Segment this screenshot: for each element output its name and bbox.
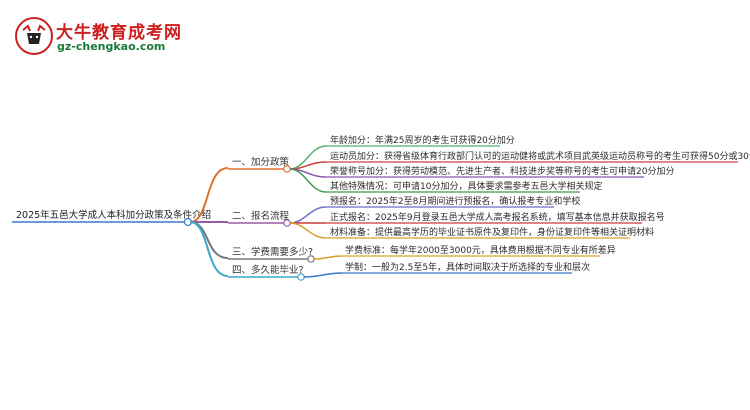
leaf-3-1-text: 学费标准：每学年2000至3000元，具体费用根据不同专业有所差异 bbox=[345, 244, 616, 256]
branch-4-label: 四、多久能毕业? bbox=[232, 264, 304, 276]
brand-url: gz-chengkao.com bbox=[57, 40, 166, 53]
branch-2-label: 二、报名流程 bbox=[232, 210, 290, 222]
branch-4-connector bbox=[189, 221, 229, 277]
brand-logo: 大牛教育成考网 gz-chengkao.com bbox=[14, 16, 234, 56]
leaf-1-4-text: 其他特殊情况：可申请10分加分，具体要求需参考五邑大学相关规定 bbox=[330, 180, 602, 192]
leaf-1-2-connector bbox=[289, 161, 327, 170]
leaf-1-1-text: 年龄加分：年满25周岁的考生可获得20分加分 bbox=[330, 134, 515, 146]
leaf-4-1-text: 学制：一般为2.5至5年，具体时间取决于所选择的专业和层次 bbox=[345, 261, 590, 273]
leaf-4-1-connector bbox=[303, 272, 343, 278]
branch-3-dot[interactable] bbox=[307, 255, 315, 263]
branch-1-connector bbox=[189, 167, 229, 223]
bull-icon bbox=[15, 17, 53, 55]
leaf-2-1-connector bbox=[289, 206, 327, 224]
branch-2-dot[interactable] bbox=[283, 219, 291, 227]
brand-name: 大牛教育成考网 bbox=[56, 23, 182, 43]
leaf-1-2-text: 运动员加分：获得省级体育行政部门认可的运动健将或武术项目武英级运动员称号的考生可… bbox=[330, 150, 750, 162]
branch-4-dot[interactable] bbox=[297, 273, 305, 281]
branch-1-label: 一、加分政策 bbox=[232, 156, 290, 168]
leaf-3-1-connector bbox=[313, 255, 343, 260]
leaf-2-3-connector bbox=[289, 222, 327, 239]
leaf-2-1-text: 预报名：2025年2至8月期间进行预报名，确认报考专业和学校 bbox=[330, 195, 580, 207]
leaf-2-2-text: 正式报名：2025年9月登录五邑大学成人高考报名系统，填写基本信息并获取报名号 bbox=[330, 211, 665, 223]
branch-3-label: 三、学费需要多少? bbox=[232, 246, 313, 258]
leaf-1-4-connector bbox=[289, 168, 327, 193]
branch-1-dot[interactable] bbox=[283, 165, 291, 173]
root-node-label: 2025年五邑大学成人本科加分政策及条件介绍 bbox=[16, 209, 211, 221]
leaf-2-3-text: 材料准备：提供最高学历的毕业证书原件及复印件，身份证复印件等相关证明材料 bbox=[330, 226, 654, 238]
leaf-1-3-text: 荣誉称号加分：获得劳动模范、先进生产者、科技进步奖等称号的考生可申请20分加分 bbox=[330, 165, 674, 177]
